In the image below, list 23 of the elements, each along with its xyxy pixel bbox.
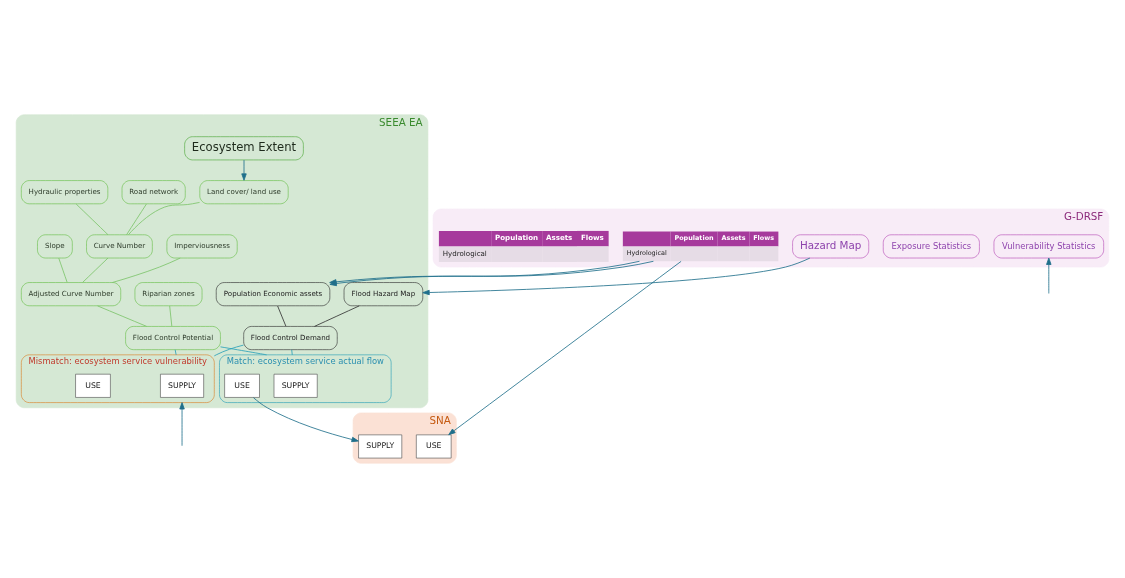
- connector: [82, 257, 109, 283]
- arrow: [253, 397, 359, 443]
- connector: [58, 257, 68, 283]
- arrow: [241, 159, 247, 181]
- connector: [291, 349, 293, 356]
- arrow: [179, 402, 185, 447]
- connector: [112, 257, 181, 283]
- arrow: [422, 257, 811, 296]
- connector: [174, 349, 177, 356]
- node-box: Vulnerability Statistics: [993, 234, 1104, 259]
- node-box: Hazard Map: [792, 234, 870, 259]
- connector: [213, 344, 244, 357]
- arrow: [448, 260, 682, 436]
- node-box: Ecosystem Extent: [184, 136, 304, 161]
- arrow: [1046, 257, 1052, 294]
- node-box: Exposure Statistics: [882, 234, 980, 259]
- connector: [97, 305, 148, 327]
- connector: [128, 202, 200, 236]
- connector: [75, 203, 109, 236]
- connector: [314, 305, 360, 327]
- connector: [126, 203, 147, 236]
- connector: [277, 305, 287, 327]
- connector: [169, 305, 173, 327]
